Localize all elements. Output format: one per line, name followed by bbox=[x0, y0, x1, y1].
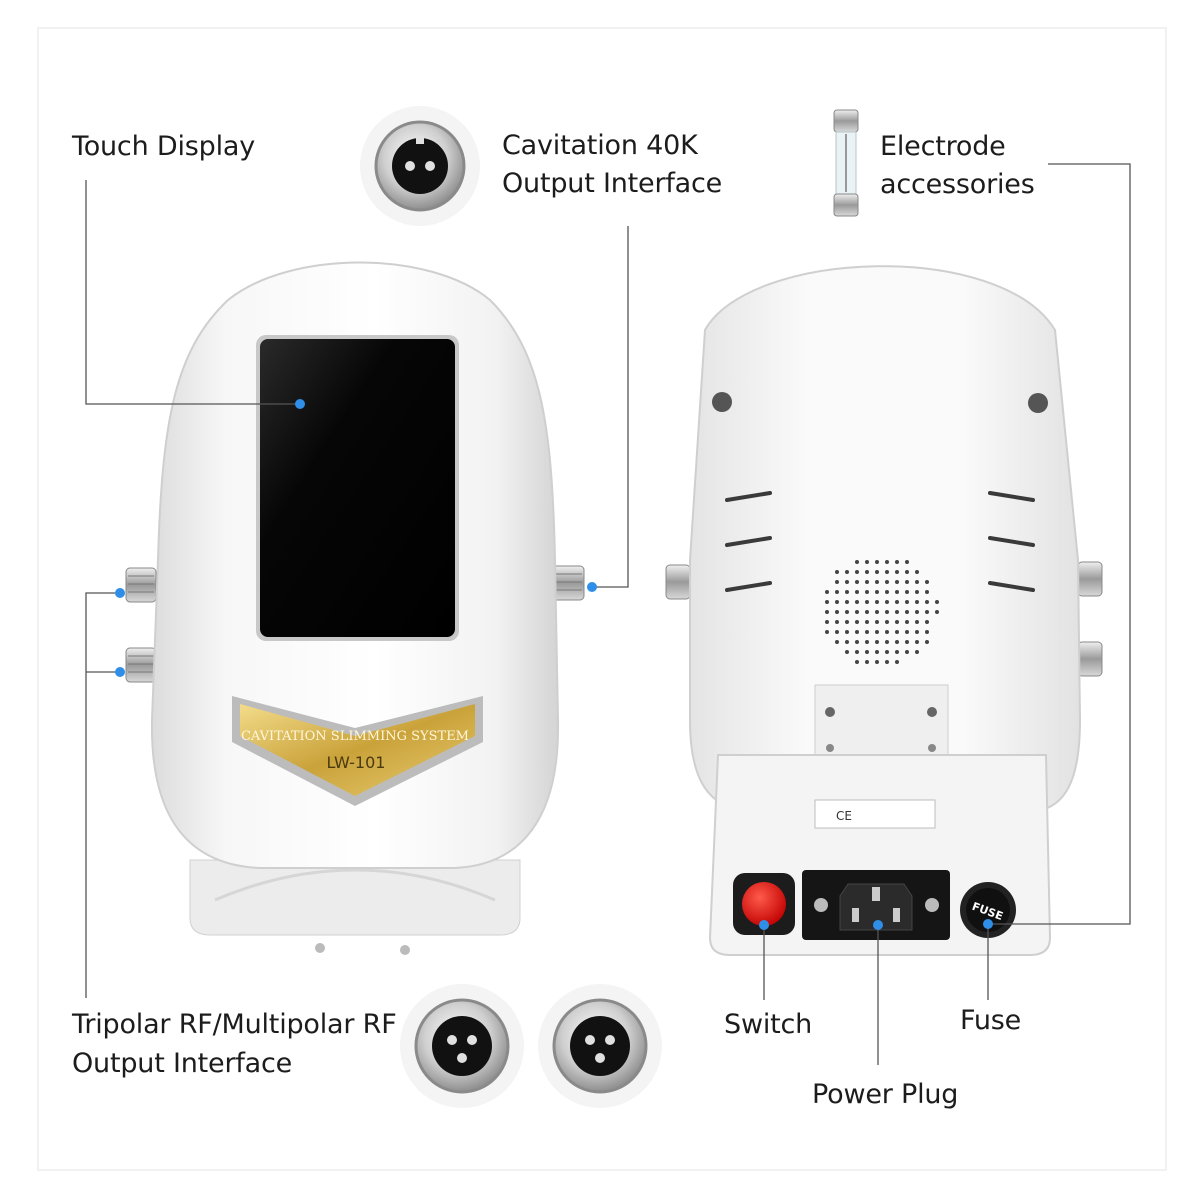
front-base bbox=[189, 859, 521, 936]
callout-dots bbox=[115, 399, 993, 930]
leader-touch-display bbox=[85, 180, 300, 405]
rf-connector-upper bbox=[125, 567, 157, 603]
dot-power-plug bbox=[873, 920, 883, 930]
ce-mark: CE bbox=[836, 809, 852, 823]
electrode-label-line2: accessories bbox=[880, 169, 1035, 200]
switch-label: Switch bbox=[724, 1009, 813, 1040]
glass-fuse-accessory bbox=[833, 109, 859, 217]
dot-rf-upper bbox=[115, 588, 125, 598]
dot-switch bbox=[759, 920, 769, 930]
cavitation-connector-closeup bbox=[360, 106, 480, 226]
touch-display-screen bbox=[260, 339, 455, 637]
touch-display-label: Touch Display bbox=[72, 131, 255, 162]
vent-slots bbox=[725, 491, 1035, 592]
leader-lines bbox=[85, 163, 1131, 1065]
dot-touch-display bbox=[295, 399, 305, 409]
back-device: CE FUSE bbox=[665, 265, 1103, 956]
dot-cavitation bbox=[587, 582, 597, 592]
rf-connector-lower bbox=[125, 647, 157, 683]
cavitation-label-line1: Cavitation 40K bbox=[502, 130, 698, 161]
model-badge: CAVITATION SLIMMING SYSTEM LW-101 bbox=[232, 696, 483, 806]
dot-rf-lower bbox=[115, 667, 125, 677]
cavitation-connector bbox=[551, 565, 585, 601]
badge-model: LW-101 bbox=[327, 753, 386, 772]
rf-label-line2: Output Interface bbox=[72, 1048, 293, 1079]
rf-connector-closeup-1 bbox=[400, 984, 524, 1108]
power-plug-label: Power Plug bbox=[812, 1079, 959, 1110]
cavitation-label-line2: Output Interface bbox=[502, 168, 723, 199]
leader-cavitation bbox=[592, 226, 629, 588]
electrode-label-line1: Electrode bbox=[880, 131, 1006, 162]
front-device: CAVITATION SLIMMING SYSTEM LW-101 bbox=[125, 261, 585, 955]
leader-rf bbox=[85, 592, 120, 998]
mount-bracket bbox=[814, 684, 949, 758]
fuse-label: Fuse bbox=[960, 1005, 1022, 1036]
dot-fuse bbox=[983, 919, 993, 929]
back-body-shell bbox=[689, 265, 1082, 813]
rf-connector-closeup-2 bbox=[538, 984, 662, 1108]
rf-label-line1: Tripolar RF/Multipolar RF bbox=[72, 1009, 397, 1040]
badge-text: CAVITATION SLIMMING SYSTEM bbox=[241, 729, 469, 744]
power-switch bbox=[733, 873, 795, 935]
speaker-grille bbox=[825, 560, 939, 664]
rating-label bbox=[814, 799, 936, 829]
leader-electrode bbox=[988, 163, 1131, 925]
power-socket bbox=[802, 870, 950, 940]
